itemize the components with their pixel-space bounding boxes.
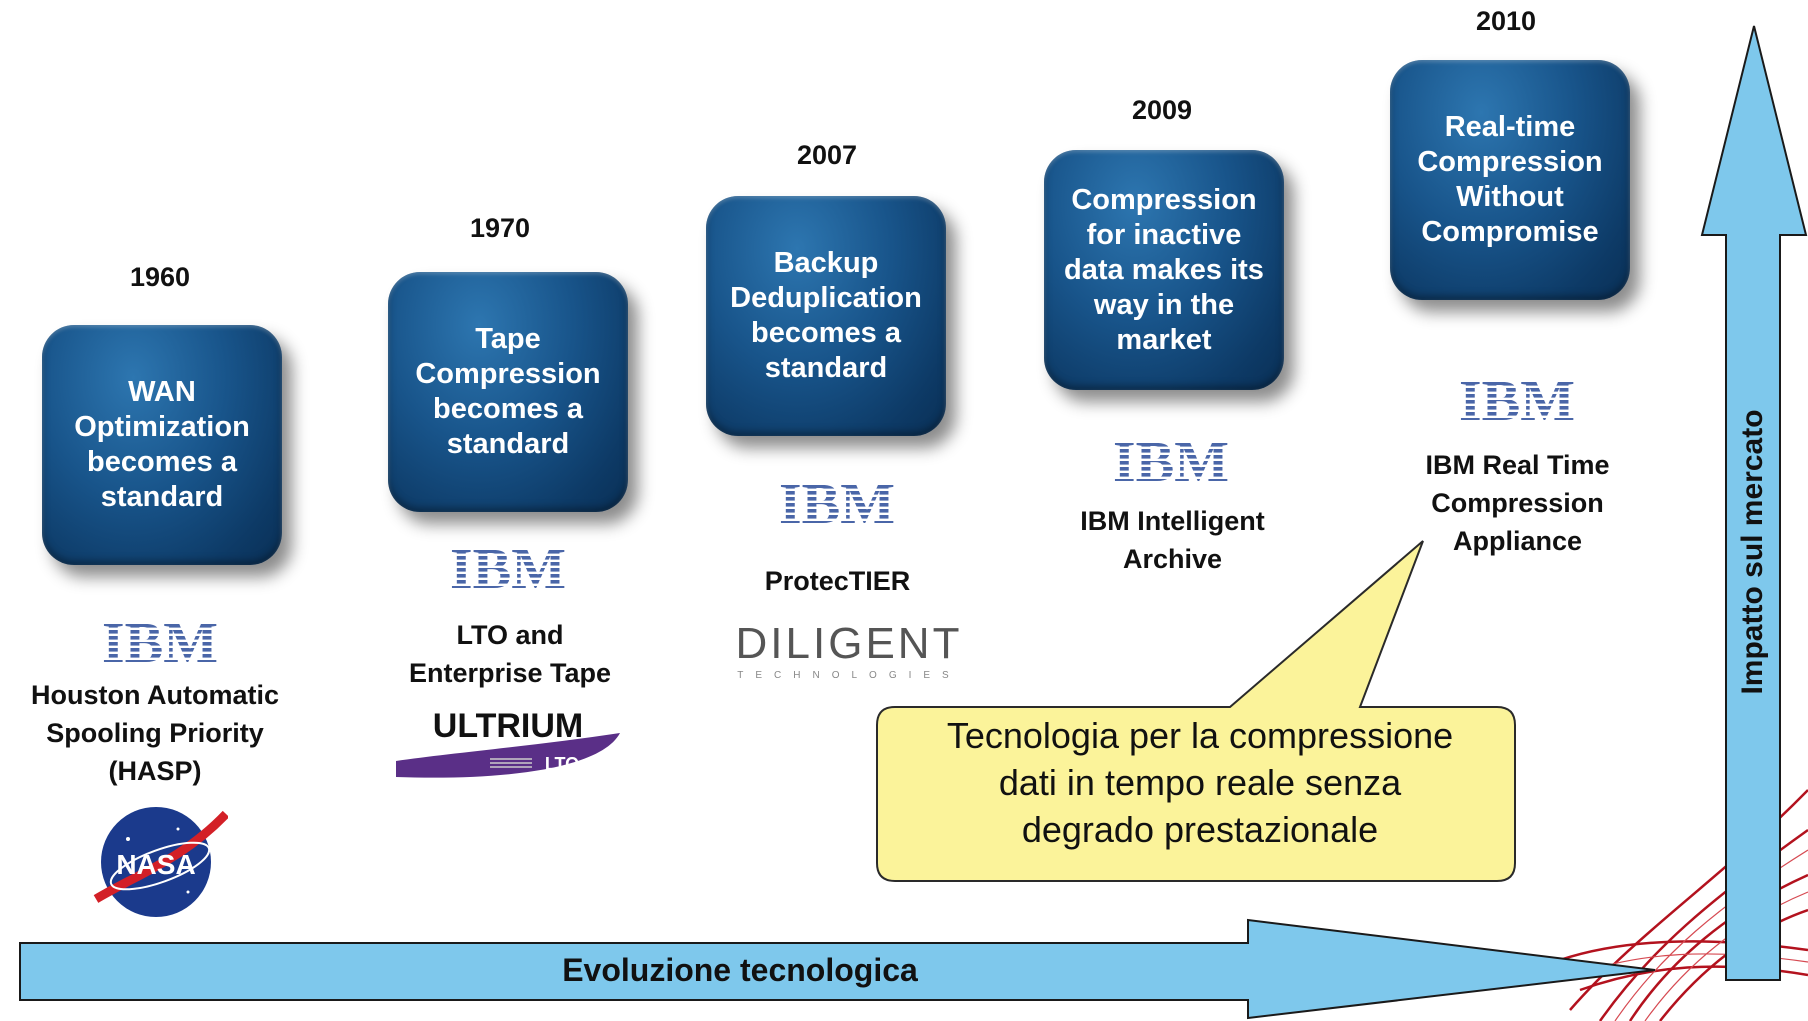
- milestone-year: 1970: [469, 213, 531, 243]
- vertical-axis-arrow: [1700, 25, 1808, 981]
- svg-text:IBM: IBM: [1113, 431, 1229, 487]
- milestone-year: 2007: [796, 140, 858, 170]
- ibm-logo: IBM: [779, 473, 895, 529]
- milestone-box: Tape Compression becomes a standard: [388, 272, 628, 512]
- ultrium-lto-logo: ULTRIUM LTO: [396, 707, 620, 778]
- svg-text:DILIGENT: DILIGENT: [736, 620, 963, 668]
- svg-text:IBM: IBM: [102, 612, 218, 668]
- milestone-caption: LTO and Enterprise Tape: [408, 620, 612, 688]
- milestone-text: Compression for inactive data makes its …: [1064, 183, 1264, 356]
- ibm-logo: IBM: [1459, 370, 1575, 426]
- milestone-box: Real-time Compression Without Compromise: [1390, 60, 1630, 300]
- svg-text:LTO: LTO: [545, 754, 579, 774]
- callout-text: Tecnologia per la compressione dati in t…: [946, 715, 1454, 850]
- svg-text:TECHNOLOGIES: TECHNOLOGIES: [737, 670, 960, 681]
- ibm-logo: IBM: [102, 612, 218, 668]
- milestone-year: 1960: [129, 262, 191, 292]
- diligent-technologies-logo: DILIGENT TECHNOLOGIES: [736, 620, 963, 681]
- milestone-caption: ProtecTIER: [764, 566, 911, 596]
- svg-text:ULTRIUM: ULTRIUM: [433, 707, 583, 745]
- svg-text:IBM: IBM: [450, 538, 566, 594]
- svg-text:IBM: IBM: [1459, 370, 1575, 426]
- milestone-year: 2010: [1475, 6, 1537, 36]
- callout-bubble: [876, 540, 1516, 882]
- milestone-caption: Houston Automatic Spooling Priority (HAS…: [31, 680, 279, 786]
- milestone-caption: IBM Real Time Compression Appliance: [1425, 450, 1610, 556]
- svg-text:IBM: IBM: [779, 473, 895, 529]
- milestone-text: Real-time Compression Without Compromise: [1417, 111, 1603, 248]
- milestone-caption: IBM Intelligent Archive: [1080, 506, 1265, 574]
- milestone-box: Backup Deduplication becomes a standard: [706, 196, 946, 436]
- ibm-logo: IBM: [1113, 431, 1229, 487]
- milestone-text: Tape Compression becomes a standard: [415, 323, 601, 460]
- milestone-box: WAN Optimization becomes a standard: [42, 325, 282, 565]
- svg-text:NASA: NASA: [116, 849, 195, 880]
- milestone-year: 2009: [1131, 95, 1193, 125]
- ibm-logo: IBM: [450, 538, 566, 594]
- milestone-text: WAN Optimization becomes a standard: [74, 376, 250, 513]
- horizontal-axis-arrow: [19, 918, 1656, 1020]
- nasa-logo: NASA: [93, 807, 228, 917]
- horizontal-axis-label: Evoluzione tecnologica: [562, 952, 918, 988]
- vertical-axis-label: Impatto sul mercato: [1736, 409, 1769, 695]
- milestone-text: Backup Deduplication becomes a standard: [730, 247, 922, 384]
- milestone-box: Compression for inactive data makes its …: [1044, 150, 1284, 390]
